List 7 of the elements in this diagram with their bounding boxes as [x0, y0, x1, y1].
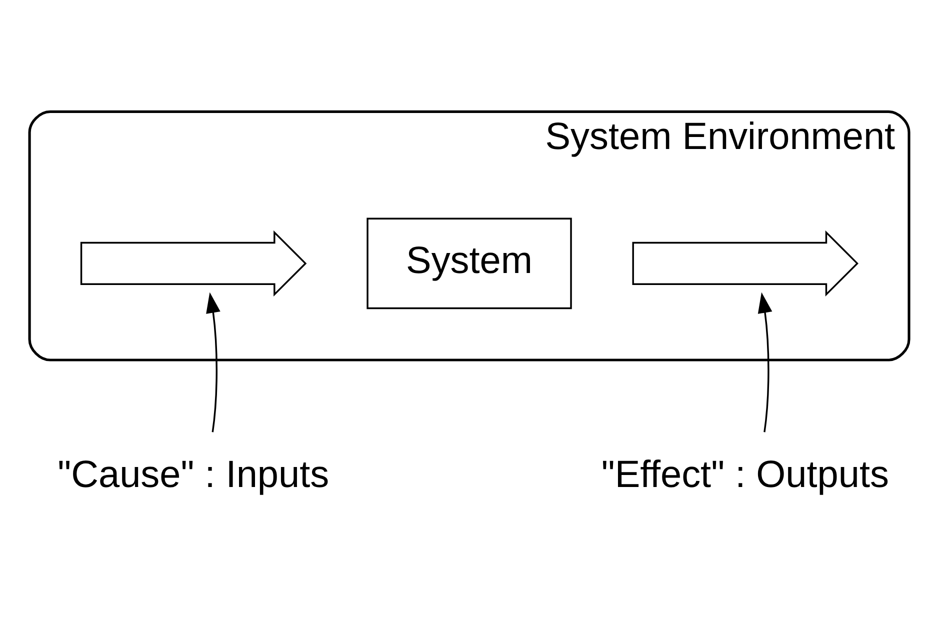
- arrow: [758, 292, 772, 432]
- node-text: "Cause" : Inputs: [58, 454, 330, 496]
- node-text: "Effect" : Outputs: [601, 454, 889, 496]
- arrow: [206, 292, 220, 432]
- node-arrow: [632, 230, 858, 297]
- node-arrow: [80, 230, 307, 297]
- node-box: System: [366, 218, 572, 310]
